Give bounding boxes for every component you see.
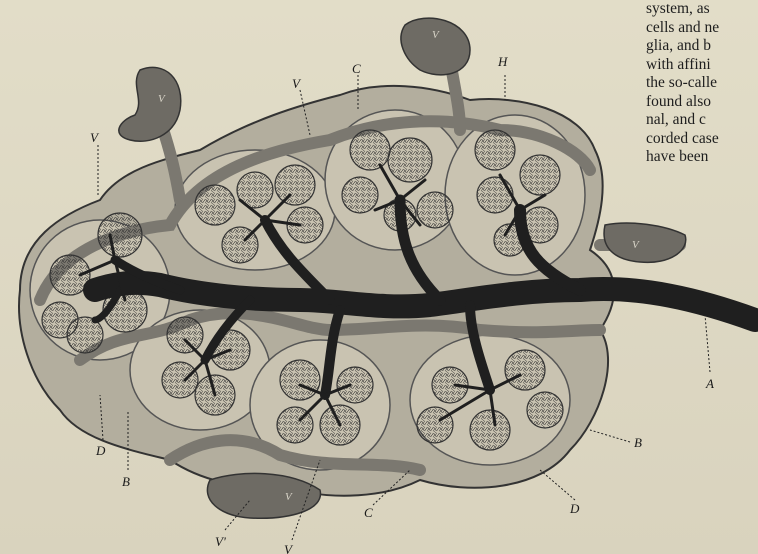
text-line: system, as <box>646 0 758 19</box>
text-line: the so-calle <box>646 74 758 93</box>
text-line: corded case <box>646 130 758 149</box>
label-D-left: D <box>95 443 106 458</box>
label-H-top: H <box>497 54 508 69</box>
label-B-left: B <box>122 474 130 489</box>
label-C-top: C <box>352 61 361 76</box>
text-line: have been <box>646 148 758 167</box>
label-C-bottom: C <box>364 505 373 520</box>
label-V-bottom: V <box>284 542 294 554</box>
label-B-right: B <box>634 435 642 450</box>
label-A-right: A <box>705 376 714 391</box>
text-line: glia, and b <box>646 37 758 56</box>
text-line: with affini <box>646 56 758 75</box>
text-line: nal, and c <box>646 111 758 130</box>
text-line: cells and ne <box>646 19 758 38</box>
label-D-bottom: D <box>569 501 580 516</box>
text-line: found also <box>646 93 758 112</box>
label-V-top-center: V <box>292 76 302 91</box>
side-text-block: system, as cells and ne glia, and b with… <box>646 0 758 167</box>
label-Vprime-bottom: V' <box>215 534 226 549</box>
label-V-left: V <box>90 130 100 145</box>
